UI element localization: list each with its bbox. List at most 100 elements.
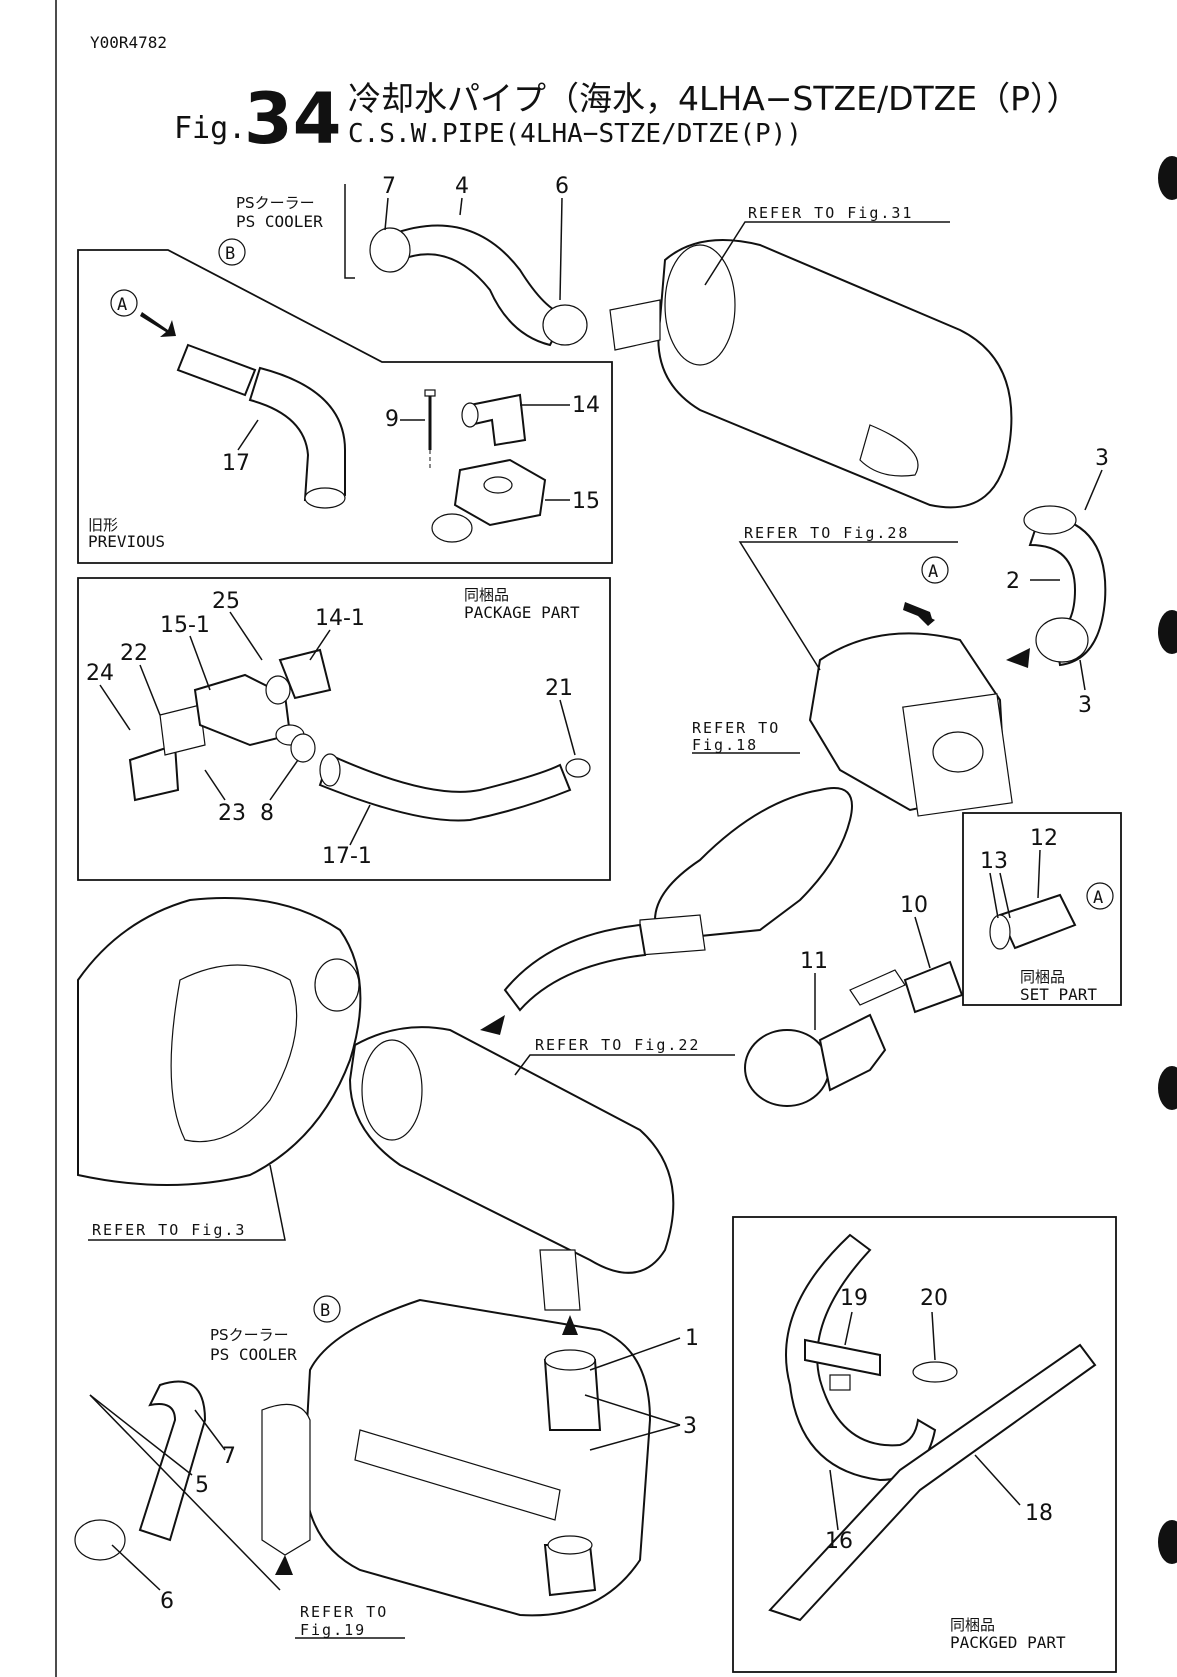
ref-fig31: REFER TO Fig.31 [748,204,913,222]
fig-number: 34 [244,78,341,160]
ps-cooler-jp-bottom: PSクーラー [210,1326,289,1344]
flange-15 [431,458,547,543]
callout-7-top: 7 [382,174,396,199]
callout-8: 8 [260,801,274,826]
svg-text:A: A [1093,888,1103,908]
marker-a-previous: A [110,289,176,337]
hose-17-1 [318,753,572,822]
callout-12: 12 [1030,826,1058,851]
clamp-20 [912,1361,958,1383]
callout-11: 11 [800,949,828,974]
previous-label-jp: 旧形 [88,516,118,534]
punch-hole [1158,1066,1177,1110]
callout-21: 21 [545,676,573,701]
title-jp: 冷却水パイプ（海水，4LHA−STZE/DTZE（P）） [348,79,1080,118]
callout-10: 10 [900,893,928,918]
leader-ps-cooler-top [344,184,355,279]
callout-20: 20 [920,1286,948,1311]
hose-2 [1023,505,1107,667]
pipe-fig18 [503,787,853,1012]
doc-code: Y00R4782 [90,33,167,52]
flywheel-housing [77,897,362,1186]
ps-cooler-jp-top: PSクーラー [236,194,315,212]
callout-17: 17 [222,451,250,476]
callout-23: 23 [218,801,246,826]
title-en: C.S.W.PIPE(4LHA−STZE/DTZE(P)) [348,119,802,149]
callout-3-engine: 3 [683,1414,697,1439]
callout-3-lower: 3 [1078,693,1092,718]
svg-text:A: A [928,562,938,582]
callout-14: 14 [572,393,600,418]
ref-fig22: REFER TO Fig.22 [535,1036,700,1054]
ref-fig19-line1: REFER TO [300,1603,388,1621]
fig-prefix: Fig. [174,111,246,146]
package-label-en: PACKAGE PART [464,603,580,622]
previous-label-en: PREVIOUS [88,532,165,551]
marker-a-fig28: A [921,556,949,584]
fitting-10 [903,960,964,1014]
engine-block [303,1298,652,1617]
callout-6-top: 6 [555,174,569,199]
clamp-8 [290,733,316,763]
muffler-assembly [609,239,1013,509]
marker-b-top: B [218,238,246,266]
ref-fig18-line1: REFER TO [692,719,780,737]
marker-a-set: A [1086,882,1114,910]
set-part-frame [962,812,1122,1006]
callout-9: 9 [385,407,399,432]
callout-7-bottom: 7 [222,1444,236,1469]
package-label-jp: 同梱品 [464,586,509,604]
ps-cooler-en-bottom: PS COOLER [210,1345,297,1364]
callout-1: 1 [685,1326,699,1351]
exhaust-elbow-housing [808,632,1013,817]
packged-label-jp: 同梱品 [950,1616,995,1634]
ps-cooler-en-top: PS COOLER [236,212,323,231]
callout-17-1: 17-1 [322,844,372,869]
ref-fig28: REFER TO Fig.28 [744,524,909,542]
packged-part-frame [732,1216,1117,1673]
marker-b-bottom: B [313,1295,341,1323]
hose-16 [785,1233,937,1482]
set-label-jp: 同梱品 [1020,968,1065,986]
heat-exchanger [348,1026,675,1311]
callout-13: 13 [980,849,1008,874]
callout-22: 22 [120,641,148,666]
punch-hole [1158,1520,1177,1564]
callout-2: 2 [1006,569,1020,594]
callout-25: 25 [212,589,240,614]
callouts: 7 4 6 9 14 15 17 25 15-1 14-1 22 24 23 8… [86,174,1109,1614]
callout-18: 18 [1025,1501,1053,1526]
svg-text:B: B [320,1301,330,1321]
callout-6-bottom: 6 [160,1589,174,1614]
flow-arrows [275,602,1030,1575]
ref-fig3: REFER TO Fig.3 [92,1221,246,1239]
bolt-9 [424,389,436,470]
previous-frame [77,249,613,564]
tee-14-1 [265,648,332,705]
callout-15: 15 [572,489,600,514]
hose-4 [369,224,588,347]
packged-label-en: PACKGED PART [950,1633,1066,1652]
callout-5: 5 [195,1473,209,1498]
set-label-en: SET PART [1020,985,1097,1004]
tee-fitting-14 [461,393,527,447]
callout-4: 4 [455,174,469,199]
ref-fig18-line2: Fig.18 [692,736,758,754]
hose-5 [74,1380,207,1561]
clamp-21 [565,758,591,778]
seacock-11 [744,969,906,1107]
callout-3-upper: 3 [1095,446,1109,471]
callout-16: 16 [825,1529,853,1554]
callout-24: 24 [86,661,114,686]
callout-15-1: 15-1 [160,613,210,638]
callout-19: 19 [840,1286,868,1311]
bracket-22 [128,704,206,802]
ref-fig19-line2: Fig.19 [300,1621,366,1639]
svg-text:A: A [117,295,127,315]
punch-hole [1158,156,1177,200]
callout-14-1: 14-1 [315,606,365,631]
hose-17-previous [176,343,346,509]
hose-18 [768,1343,1097,1622]
pipe-fig19 [261,1403,311,1556]
